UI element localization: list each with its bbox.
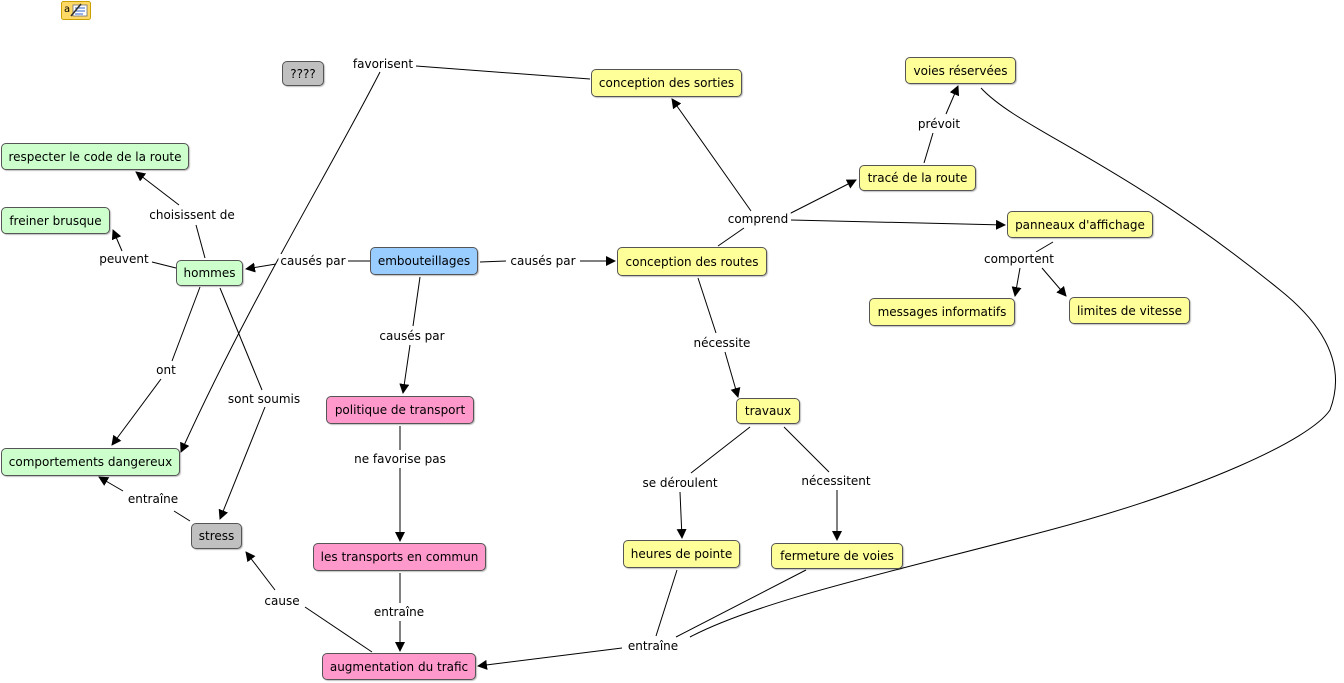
concept-travaux[interactable]: travaux <box>736 398 800 424</box>
concept-fermeture-de-voies[interactable]: fermeture de voies <box>771 543 903 569</box>
link-entraine-stress[interactable]: entraîne <box>125 492 181 506</box>
link-causes-par-hommes[interactable]: causés par <box>278 254 348 268</box>
concept-embouteillages[interactable]: embouteillages <box>370 247 478 275</box>
link-cause[interactable]: cause <box>262 594 302 608</box>
concept-comportements-dangereux[interactable]: comportements dangereux <box>1 448 180 476</box>
concept-trace-de-la-route[interactable]: tracé de la route <box>859 165 976 191</box>
link-prevoit[interactable]: prévoit <box>915 117 963 131</box>
concept-transports-en-commun[interactable]: les transports en commun <box>313 543 486 571</box>
link-comportent[interactable]: comportent <box>982 252 1056 266</box>
link-ont[interactable]: ont <box>154 363 178 377</box>
link-causes-par-routes[interactable]: causés par <box>508 254 578 268</box>
link-ne-favorise-pas[interactable]: ne favorise pas <box>352 452 448 466</box>
link-comprend[interactable]: comprend <box>725 212 791 226</box>
link-favorisent[interactable]: favorisent <box>350 57 416 71</box>
concept-unknown[interactable]: ???? <box>282 61 324 86</box>
concept-conception-des-routes[interactable]: conception des routes <box>617 247 767 276</box>
concept-messages-informatifs[interactable]: messages informatifs <box>869 298 1015 326</box>
concept-heures-de-pointe[interactable]: heures de pointe <box>623 540 740 568</box>
link-causes-par-politique[interactable]: causés par <box>377 329 447 343</box>
concept-politique-de-transport[interactable]: politique de transport <box>326 396 474 424</box>
concept-augmentation-du-trafic[interactable]: augmentation du trafic <box>322 653 476 680</box>
concept-stress[interactable]: stress <box>191 523 242 549</box>
concept-hommes[interactable]: hommes <box>176 260 243 286</box>
link-entraine-bottom[interactable]: entraîne <box>625 639 681 653</box>
link-necessitent[interactable]: nécessitent <box>799 474 873 488</box>
concept-panneaux-affichage[interactable]: panneaux d'affichage <box>1007 211 1153 238</box>
concept-limites-de-vitesse[interactable]: limites de vitesse <box>1069 297 1190 324</box>
concept-voies-reservees[interactable]: voies réservées <box>905 57 1016 84</box>
link-choisissent-de[interactable]: choisissent de <box>147 208 237 222</box>
concept-conception-des-sorties[interactable]: conception des sorties <box>591 69 742 97</box>
link-peuvent[interactable]: peuvent <box>97 252 151 266</box>
link-sont-soumis[interactable]: sont soumis <box>225 392 303 406</box>
link-entraine-trafic[interactable]: entraîne <box>371 605 427 619</box>
link-necessite[interactable]: nécessite <box>691 336 753 350</box>
edit-text-icon[interactable]: a <box>61 1 91 20</box>
concept-respecter-code-route[interactable]: respecter le code de la route <box>1 143 189 170</box>
concept-freiner-brusque[interactable]: freiner brusque <box>1 207 110 234</box>
svg-text:a: a <box>64 4 70 15</box>
link-se-deroulent[interactable]: se déroulent <box>640 476 720 490</box>
